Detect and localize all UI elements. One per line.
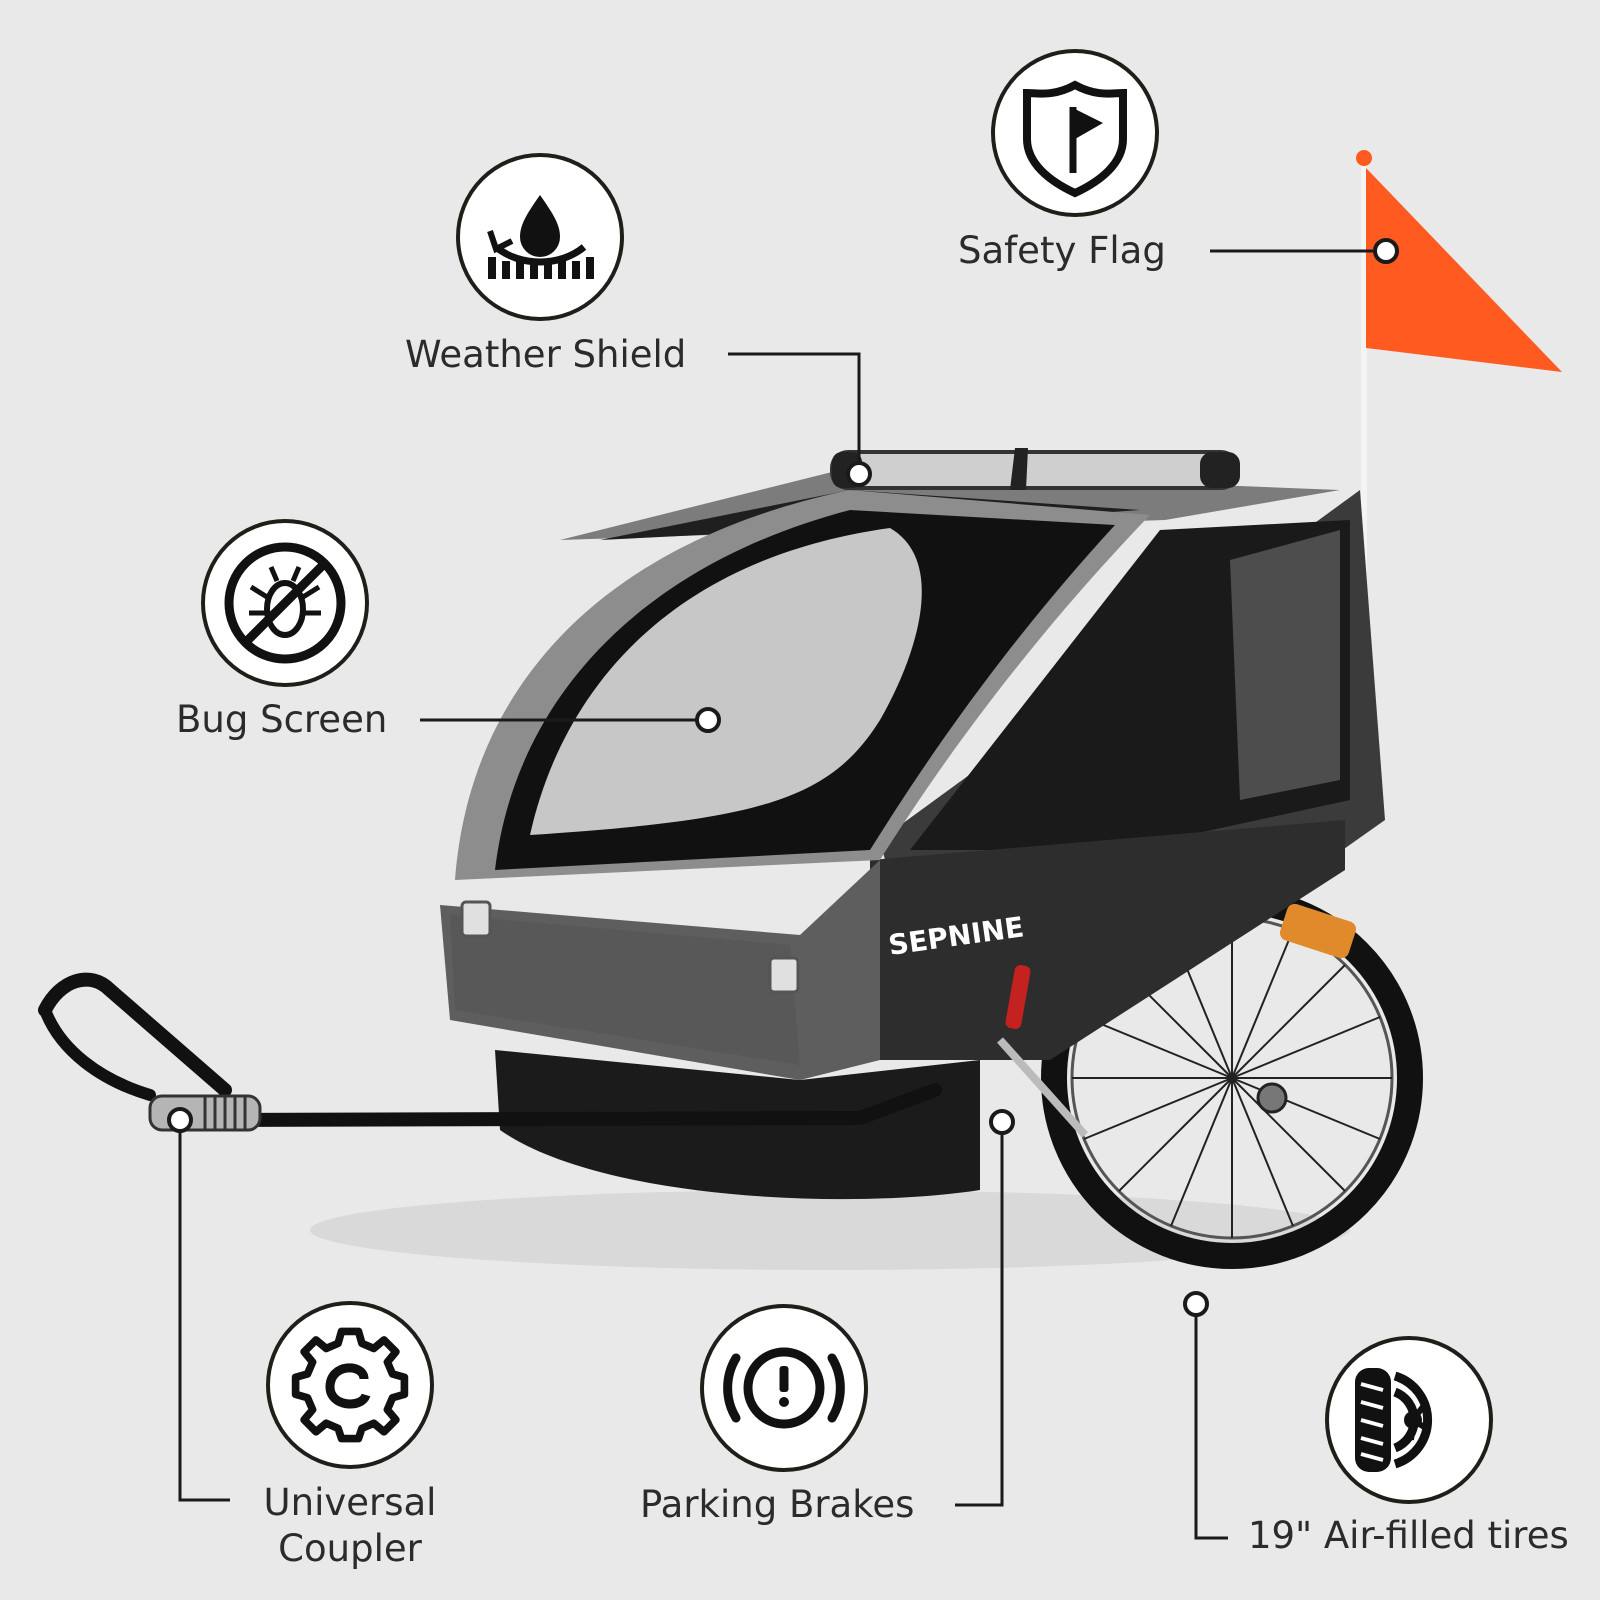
tire-icon [1325,1336,1493,1504]
tow-bar [38,972,942,1132]
weather-shield-roll [830,448,1240,490]
safety-flag [1366,168,1562,372]
label-bug-screen: Bug Screen [176,698,388,741]
trailer-body [440,470,1385,1200]
no-bug-icon [201,519,369,687]
gear-coupler-icon [266,1301,434,1469]
ground-shadow [310,1190,1350,1270]
callout-dots [167,238,1399,1317]
brake-warning-icon [700,1304,868,1472]
shield-flag-icon [991,49,1159,217]
water-drop-shield-icon [456,153,624,321]
label-universal-coupler: Universal Coupler [263,1481,437,1570]
label-tires: 19" Air-filled tires [1248,1514,1569,1557]
flag-pole-tip [1356,150,1372,166]
label-safety-flag: Safety Flag [958,229,1166,272]
label-weather-shield: Weather Shield [405,333,687,376]
callout-lines [178,249,1386,1540]
label-parking-brakes: Parking Brakes [640,1483,915,1526]
